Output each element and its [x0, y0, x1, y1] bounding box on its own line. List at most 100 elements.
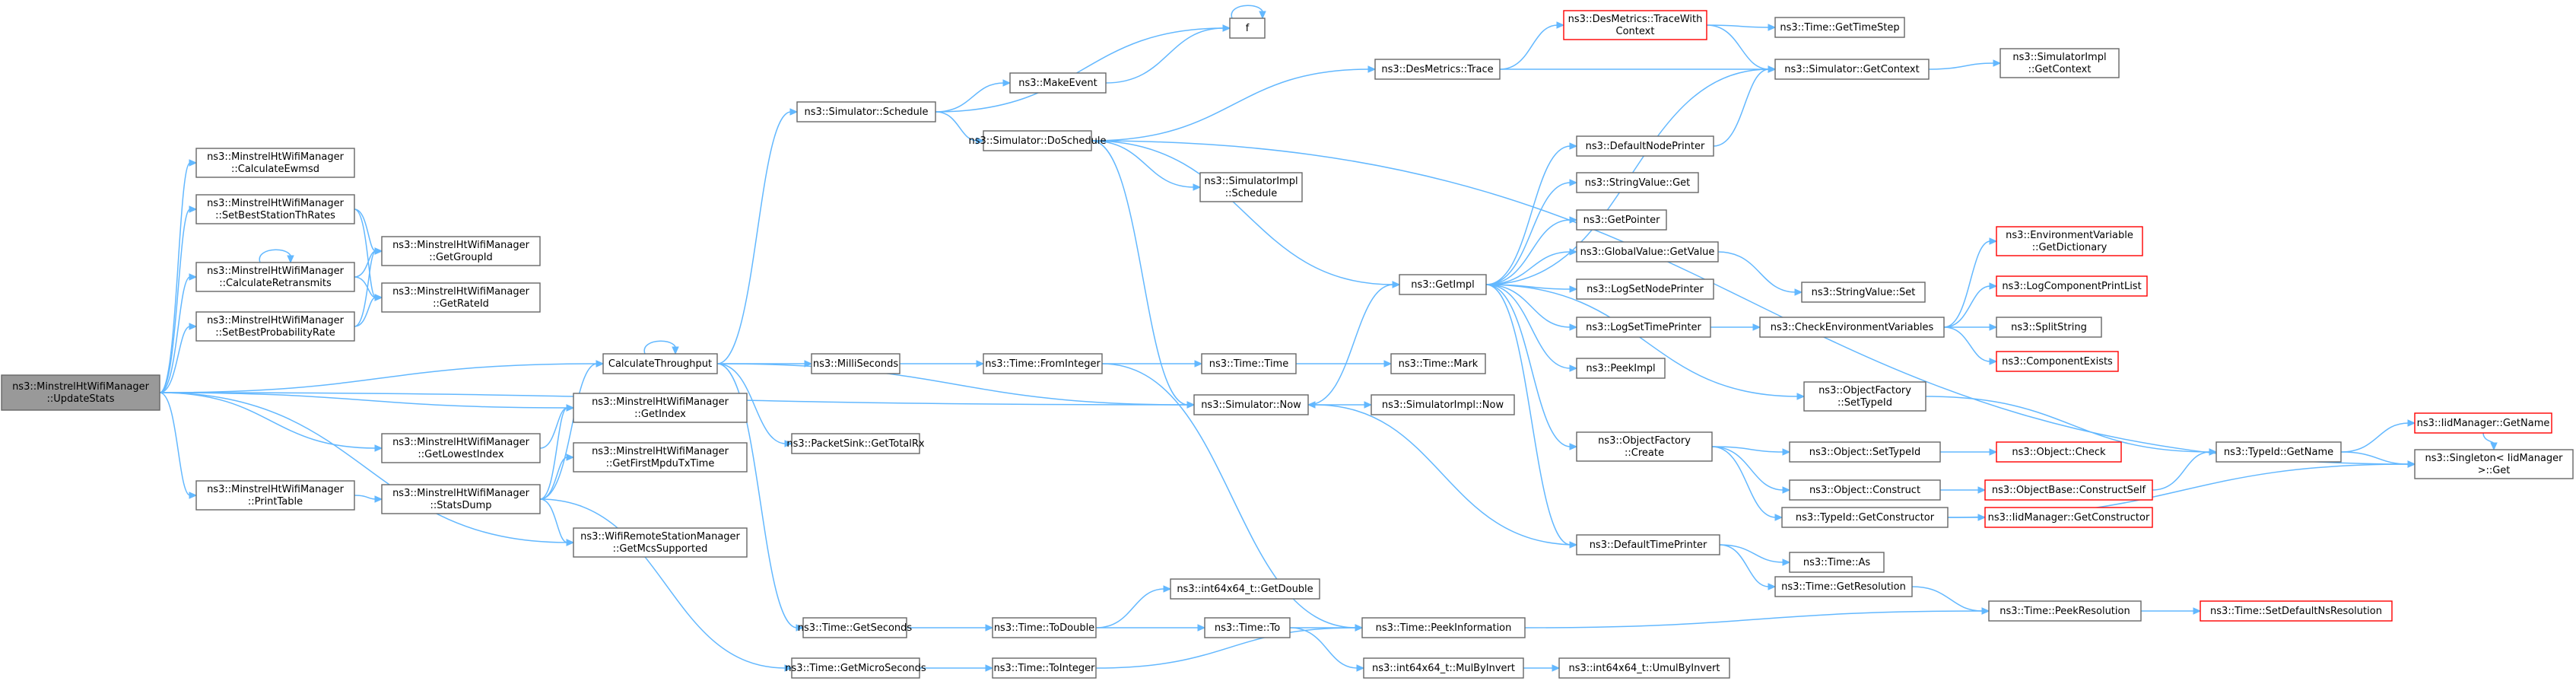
node-label-line: ::GetLowestIndex [418, 449, 503, 460]
node-label-line: ns3::Time::GetTimeStep [1780, 22, 1899, 33]
node-to-integer[interactable]: ns3::Time::ToInteger [992, 657, 1097, 679]
edge-getImpl-to-peekImpl [1485, 284, 1578, 372]
node-set-def-ns[interactable]: ns3::Time::SetDefaultNsResolution [2200, 600, 2393, 622]
edge-root-to-printTable [159, 392, 198, 499]
node-do-schedule[interactable]: ns3::Simulator::DoSchedule [968, 130, 1107, 151]
node-label-line: ns3::Singleton< IidManager [2425, 453, 2563, 464]
node-iid-get-ctor[interactable]: ns3::IidManager::GetConstructor [1984, 507, 2153, 528]
node-label-line: ns3::Time::To [1215, 622, 1280, 634]
node-peek-res[interactable]: ns3::Time::PeekResolution [1988, 600, 2142, 622]
node-to-double[interactable]: ns3::Time::ToDouble [992, 617, 1097, 638]
node-of-create[interactable]: ns3::ObjectFactory::Create [1576, 431, 1713, 462]
edge-doSchedule-to-desTrace [1091, 65, 1377, 142]
node-def-node-printer[interactable]: ns3::DefaultNodePrinter [1576, 135, 1714, 157]
node-milli[interactable]: ns3::MilliSeconds [811, 353, 900, 374]
node-check-env[interactable]: ns3::CheckEnvironmentVariables [1759, 317, 1945, 338]
node-from-int[interactable]: ns3::Time::FromInteger [983, 353, 1103, 374]
edge-desTrace-to-getContext [1500, 65, 1777, 73]
node-comp-exists[interactable]: ns3::ComponentExists [1996, 351, 2119, 372]
edge-globalGet-to-strValSet [1717, 251, 1803, 296]
node-mul-by-inv[interactable]: ns3::int64x64_t::MulByInvert [1363, 657, 1524, 679]
node-get-pointer[interactable]: ns3::GetPointer [1576, 209, 1667, 231]
edge-checkEnv-to-logCompList [1943, 282, 1998, 328]
node-root[interactable]: ns3::MinstrelHtWifiManager::UpdateStats [1, 374, 160, 411]
node-best-prob[interactable]: ns3::MinstrelHtWifiManager::SetBestProba… [195, 311, 355, 342]
node-group-id[interactable]: ns3::MinstrelHtWifiManager::GetGroupId [381, 236, 541, 266]
node-ewmsd[interactable]: ns3::MinstrelHtWifiManager::CalculateEwm… [195, 148, 355, 178]
node-log-set-time[interactable]: ns3::LogSetTimePrinter [1576, 317, 1711, 338]
node-peek-info[interactable]: ns3::Time::PeekInformation [1361, 617, 1526, 638]
node-label-line: ns3::Object::SetTypeId [1809, 447, 1920, 458]
node-label-line: ::GetRateId [433, 298, 489, 310]
edge-calcTh-to-schedule [716, 108, 799, 364]
node-best-th[interactable]: ns3::MinstrelHtWifiManager::SetBestStati… [195, 194, 355, 224]
node-label-line: ns3::IidManager::GetConstructor [1988, 512, 2150, 523]
node-get-resolution[interactable]: ns3::Time::GetResolution [1774, 576, 1913, 597]
node-impl-context[interactable]: ns3::SimulatorImpl::GetContext [1999, 48, 2120, 78]
node-label-line: ns3::int64x64_t::GetDouble [1177, 584, 1313, 595]
node-make-event[interactable]: ns3::MakeEvent [1009, 72, 1107, 94]
node-rate-id[interactable]: ns3::MinstrelHtWifiManager::GetRateId [381, 282, 541, 313]
node-time-as[interactable]: ns3::Time::As [1789, 552, 1885, 573]
node-singleton[interactable]: ns3::Singleton< IidManager>::Get [2414, 449, 2574, 479]
node-schedule[interactable]: ns3::Simulator::Schedule [796, 101, 936, 123]
node-label-line: ns3::Simulator::Schedule [804, 107, 928, 118]
node-total-rx[interactable]: ns3::PacketSink::GetTotalRx [786, 433, 925, 454]
node-str-val-get[interactable]: ns3::StringValue::Get [1576, 172, 1699, 193]
node-f[interactable]: f [1229, 18, 1266, 39]
node-get-seconds[interactable]: ns3::Time::GetSeconds [798, 617, 913, 638]
node-env-dict[interactable]: ns3::EnvironmentVariable::GetDictionary [1996, 226, 2143, 256]
node-get-context[interactable]: ns3::Simulator::GetContext [1774, 59, 1930, 80]
node-log-comp-list[interactable]: ns3::LogComponentPrintList [1996, 275, 2148, 297]
node-get-micro[interactable]: ns3::Time::GetMicroSeconds [785, 657, 926, 679]
node-label-line: ns3::SimulatorImpl [1204, 176, 1298, 187]
node-calc-th[interactable]: CalculateThroughput [602, 353, 718, 374]
node-def-time-printer[interactable]: ns3::DefaultTimePrinter [1576, 534, 1720, 555]
node-print-table[interactable]: ns3::MinstrelHtWifiManager::PrintTable [195, 480, 355, 511]
node-str-val-set[interactable]: ns3::StringValue::Set [1801, 282, 1926, 303]
node-time-to[interactable]: ns3::Time::To [1204, 617, 1291, 638]
edge-tidGetName-to-singleton [2340, 451, 2416, 468]
node-get-double[interactable]: ns3::int64x64_t::GetDouble [1170, 578, 1320, 600]
node-impl-now[interactable]: ns3::SimulatorImpl::Now [1371, 394, 1515, 415]
node-obj-construct[interactable]: ns3::Object::Construct [1789, 479, 1941, 501]
node-peek-impl[interactable]: ns3::PeekImpl [1576, 358, 1666, 379]
node-log-set-node[interactable]: ns3::LogSetNodePrinter [1576, 278, 1714, 300]
node-of-set-type-id[interactable]: ns3::ObjectFactory::SetTypeId [1803, 381, 1926, 412]
node-obj-set-type-id[interactable]: ns3::Object::SetTypeId [1789, 441, 1941, 463]
node-impl-schedule[interactable]: ns3::SimulatorImpl::Schedule [1199, 172, 1303, 202]
node-sim-now[interactable]: ns3::Simulator::Now [1193, 394, 1309, 415]
node-label-line: ::GetContext [2028, 64, 2092, 75]
edge-defTimePrinter-to-timeAs [1719, 544, 1791, 566]
node-iid-get-name[interactable]: ns3::IidManager::GetName [2414, 412, 2552, 434]
edge-getImpl-to-getPointer [1485, 216, 1578, 285]
node-time-time[interactable]: ns3::Time::Time [1201, 353, 1297, 374]
node-lowest[interactable]: ns3::MinstrelHtWifiManager::GetLowestInd… [381, 433, 541, 463]
node-retrans[interactable]: ns3::MinstrelHtWifiManager::CalculateRet… [195, 262, 355, 292]
edge-defTimePrinter-to-simNow [1307, 401, 1577, 546]
node-mcs-sup[interactable]: ns3::WifiRemoteStationManager::GetMcsSup… [573, 527, 748, 558]
node-umul-by-inv[interactable]: ns3::int64x64_t::UmulByInvert [1558, 657, 1730, 679]
node-label-line: ns3::GetPointer [1583, 215, 1660, 226]
node-tid-get-name[interactable]: ns3::TypeId::GetName [2215, 441, 2342, 463]
node-des-trace[interactable]: ns3::DesMetrics::Trace [1374, 59, 1501, 80]
node-split-string[interactable]: ns3::SplitString [1996, 317, 2102, 338]
node-label-line: ::GetDictionary [2032, 242, 2107, 253]
node-label-line: ::SetTypeId [1838, 397, 1892, 409]
node-get-index[interactable]: ns3::MinstrelHtWifiManager::GetIndex [573, 393, 748, 423]
edge-objSetTypeId-to-objCheck [1940, 448, 1998, 456]
node-obj-check[interactable]: ns3::Object::Check [1996, 441, 2122, 463]
node-label-line: ns3::Time::Time [1209, 358, 1288, 370]
node-tid-get-ctor[interactable]: ns3::TypeId::GetConstructor [1781, 507, 1949, 528]
node-time-mark[interactable]: ns3::Time::Mark [1390, 353, 1486, 374]
node-first-mpdu[interactable]: ns3::MinstrelHtWifiManager::GetFirstMpdu… [573, 442, 748, 473]
node-global-get[interactable]: ns3::GlobalValue::GetValue [1576, 241, 1719, 263]
node-get-time-step[interactable]: ns3::Time::GetTimeStep [1774, 17, 1905, 38]
node-get-impl[interactable]: ns3::GetImpl [1399, 274, 1487, 295]
edge-getImpl-to-ofSetTypeId [1485, 284, 1806, 400]
node-label-line: ns3::DesMetrics::TraceWith [1568, 14, 1703, 25]
node-construct-self[interactable]: ns3::ObjectBase::ConstructSelf [1984, 479, 2153, 501]
node-stats-dump[interactable]: ns3::MinstrelHtWifiManager::StatsDump [381, 484, 541, 514]
